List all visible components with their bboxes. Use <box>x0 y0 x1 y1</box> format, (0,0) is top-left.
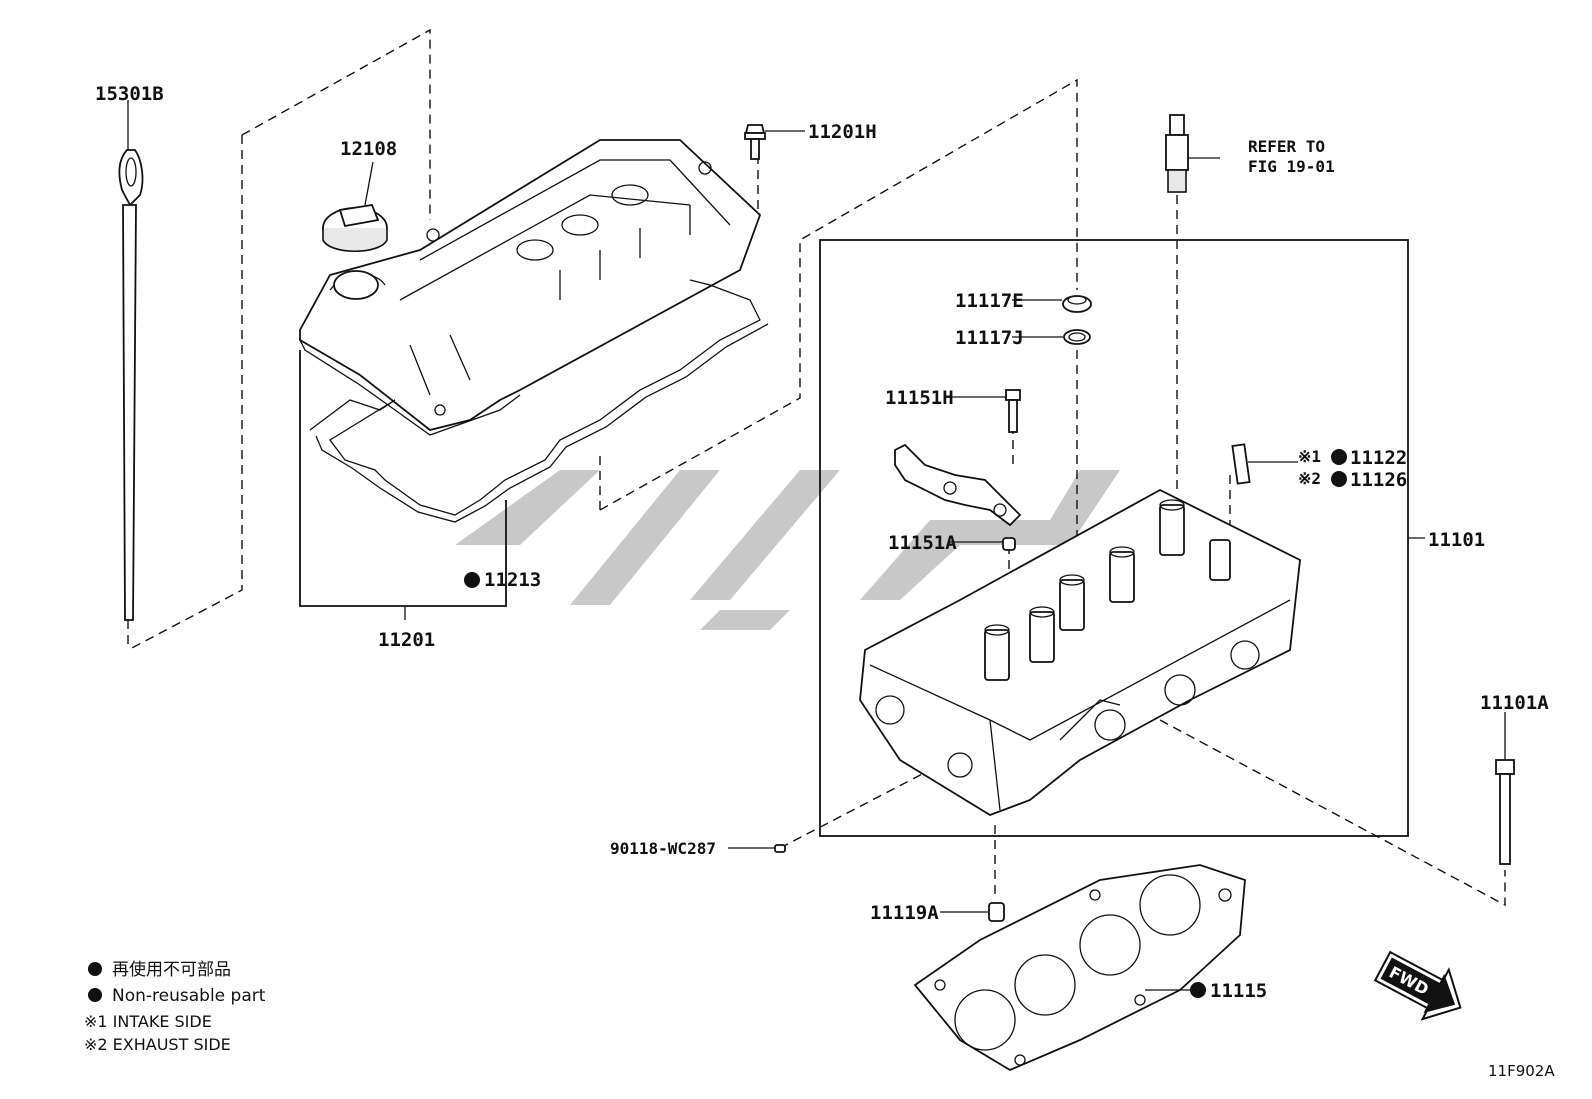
legend-line-2: Non-reusable part <box>112 986 266 1006</box>
legend-dot-1 <box>88 962 102 976</box>
dowel-11119A[interactable] <box>940 902 1005 922</box>
dowel-11151A[interactable] <box>950 537 1016 551</box>
refer-note-line1: REFER TO <box>1248 137 1325 156</box>
camshaft-cap[interactable] <box>894 443 1022 527</box>
label-11122[interactable]: 11122 <box>1350 447 1407 469</box>
nonreusable-dot-11126 <box>1331 471 1347 487</box>
legend-line-4: ※2 EXHAUST SIDE <box>84 1035 231 1054</box>
label-11115[interactable]: 11115 <box>1210 980 1267 1002</box>
pin-90118-WC287[interactable] <box>728 844 786 853</box>
head-cover[interactable] <box>299 139 762 436</box>
label-11201H[interactable]: 11201H <box>808 121 877 143</box>
label-11151H[interactable]: 11151H <box>885 387 954 409</box>
label-11201[interactable]: 11201 <box>378 629 435 651</box>
dipstick-15301B[interactable] <box>118 100 144 621</box>
bracket-11201 <box>299 350 507 620</box>
o-ring-11117J[interactable] <box>1012 329 1091 345</box>
refer-note-line2: FIG 19-01 <box>1248 157 1335 176</box>
label-11119A[interactable]: 11119A <box>870 902 939 924</box>
valve-guide-11122-11126[interactable] <box>1231 443 1298 485</box>
legend-line-3: ※1 INTAKE SIDE <box>84 1012 212 1031</box>
label-15301B[interactable]: 15301B <box>95 83 164 105</box>
spark-plug[interactable] <box>1165 114 1220 193</box>
label-90118-WC287[interactable]: 90118-WC287 <box>610 839 716 858</box>
label-11101[interactable]: 11101 <box>1428 529 1485 551</box>
plug-11117E[interactable] <box>1012 295 1092 313</box>
assembly-dash-lines <box>127 28 1506 907</box>
label-11117J[interactable]: 11117J <box>955 327 1024 349</box>
label-11126[interactable]: 11126 <box>1350 469 1407 491</box>
fwd-arrow-icon: FWD <box>1373 950 1462 1021</box>
bolt-11151H[interactable] <box>945 389 1021 433</box>
label-11213[interactable]: 11213 <box>484 569 541 591</box>
head-cover-gasket-11213[interactable] <box>309 279 769 523</box>
watermark-logo <box>455 470 1120 630</box>
oil-cap-12108[interactable] <box>322 161 388 253</box>
cylinder-head-11101[interactable] <box>859 488 1301 816</box>
nonreusable-dot-11122 <box>1331 449 1347 465</box>
label-11117E[interactable]: 11117E <box>955 290 1024 312</box>
figure-id: 11F902A <box>1488 1062 1555 1080</box>
nonreusable-dot-11115 <box>1190 982 1206 998</box>
note-intake-mark: ※1 <box>1298 447 1321 466</box>
head-bolt-11101A[interactable] <box>1495 712 1515 865</box>
label-11151A[interactable]: 11151A <box>888 532 957 554</box>
note-exhaust-mark: ※2 <box>1298 469 1321 488</box>
head-gasket-11115[interactable] <box>913 864 1246 1072</box>
legend-dot-2 <box>88 988 102 1002</box>
label-12108[interactable]: 12108 <box>340 138 397 160</box>
legend-line-1: 再使用不可部品 <box>112 959 231 980</box>
nonreusable-dot-11213 <box>464 572 480 588</box>
label-11101A[interactable]: 11101A <box>1480 692 1549 714</box>
bolt-11201H[interactable] <box>744 124 805 160</box>
legend: 再使用不可部品 Non-reusable part ※1 INTAKE SIDE… <box>84 959 266 1054</box>
